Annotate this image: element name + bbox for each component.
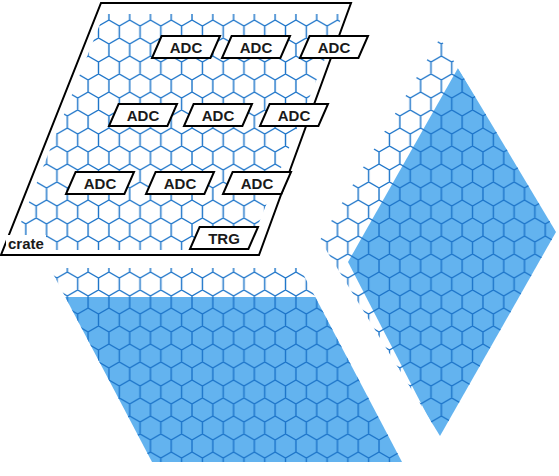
module-box: ADC [145, 171, 215, 195]
module-outline [152, 36, 220, 58]
module-outline [146, 172, 214, 194]
module-label: ADC [170, 39, 203, 56]
module-label: ADC [278, 107, 311, 124]
module-box: TRG [189, 226, 259, 250]
module-outline [223, 172, 291, 194]
tile-panel-right [310, 30, 559, 450]
module-box: ADC [108, 103, 178, 127]
crate-tiles [0, 0, 360, 260]
module-box: ADC [259, 103, 329, 127]
crate-label: crate [6, 235, 46, 252]
module-outline [222, 36, 290, 58]
module-outline [109, 104, 177, 126]
module-label: ADC [202, 107, 235, 124]
module-box: ADC [183, 103, 253, 127]
module-outline [184, 104, 252, 126]
module-box: ADC [65, 171, 135, 195]
module-box: ADC [221, 35, 291, 59]
module-outline [260, 104, 328, 126]
module-outline [190, 227, 258, 249]
module-label: ADC [241, 175, 274, 192]
module-label: ADC [240, 39, 273, 56]
module-box: ADC [299, 35, 369, 59]
module-label: ADC [84, 175, 117, 192]
crate-box: ADC ADC ADC ADC ADC ADC ADC ADC ADC TRG crate [0, 2, 352, 256]
module-label: TRG [208, 230, 240, 247]
module-label: ADC [127, 107, 160, 124]
crate-outline [1, 3, 351, 255]
module-label: ADC [318, 39, 351, 56]
module-outline [300, 36, 368, 58]
module-box: ADC [222, 171, 292, 195]
module-box: ADC [151, 35, 221, 59]
module-outline [66, 172, 134, 194]
module-label: ADC [164, 175, 197, 192]
